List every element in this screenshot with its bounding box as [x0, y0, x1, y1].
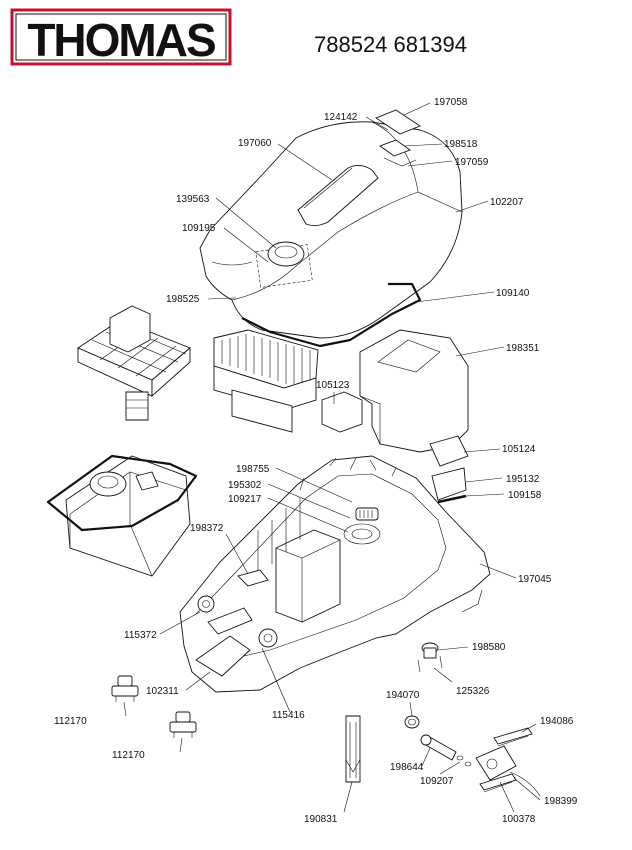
fuse-holder [429, 435, 469, 467]
water-tank [65, 455, 191, 577]
label-197059: 197059 [455, 157, 489, 168]
label-198372: 198372 [190, 523, 224, 534]
label-194070: 194070 [386, 690, 420, 701]
label-109217: 109217 [228, 494, 262, 505]
logo-text: THOMAS [27, 14, 215, 66]
label-198644: 198644 [390, 762, 424, 773]
top-cover-piece [375, 109, 421, 135]
label-112170-a: 112170 [54, 716, 87, 727]
label-198351: 198351 [506, 343, 540, 354]
shaft-198644 [420, 734, 472, 767]
label-109195: 109195 [182, 223, 216, 234]
leader-lines [123, 102, 541, 813]
lid-seal [241, 282, 422, 348]
filter-cap [267, 241, 305, 267]
tank-cap [89, 471, 127, 497]
grille-plate [355, 507, 379, 521]
label-115416: 115416 [272, 710, 305, 721]
foam-pad [321, 391, 363, 433]
label-112170-b: 112170 [112, 750, 145, 761]
logo-inner-frame [15, 13, 227, 61]
foot-112170-b [169, 711, 197, 738]
label-139563: 139563 [176, 194, 210, 205]
label-125326: 125326 [456, 686, 490, 697]
label-195302: 195302 [228, 480, 262, 491]
release-button [379, 139, 411, 157]
label-190831: 190831 [304, 814, 338, 825]
label-102207: 102207 [490, 197, 524, 208]
main-chassis [179, 455, 491, 693]
label-194086: 194086 [540, 716, 574, 727]
label-102311: 102311 [146, 686, 179, 697]
label-109158: 109158 [508, 490, 542, 501]
label-100378: 100378 [502, 814, 536, 825]
foot-112170-a [111, 675, 139, 702]
motor-housing [359, 329, 469, 453]
belt-190831 [345, 715, 361, 783]
terminal-seal [437, 494, 467, 504]
label-197060: 197060 [238, 138, 272, 149]
label-198518: 198518 [444, 139, 478, 150]
label-197045: 197045 [518, 574, 552, 585]
label-105123: 105123 [316, 380, 350, 391]
brand-logo: THOMAS [10, 8, 232, 66]
terminal-block [431, 467, 467, 501]
grille-insert [77, 305, 191, 421]
label-197058: 197058 [434, 97, 468, 108]
button-198372 [237, 569, 269, 587]
label-105124: 105124 [502, 444, 536, 455]
indicator-lamp [417, 642, 443, 673]
carry-handle [297, 165, 379, 227]
label-198580: 198580 [472, 642, 506, 653]
label-109207: 109207 [420, 776, 454, 787]
model-numbers: 788524 681394 [314, 32, 467, 57]
tank-seal [46, 454, 198, 532]
label-198525: 198525 [166, 294, 200, 305]
label-198755: 198755 [236, 464, 270, 475]
label-195132: 195132 [506, 474, 540, 485]
label-124142: 124142 [324, 112, 358, 123]
motor-filter [213, 329, 319, 433]
switch-100378 [475, 745, 541, 797]
label-115372: 115372 [124, 630, 157, 641]
part-labels: 197058 124142 198518 197059 197060 10220… [54, 97, 578, 825]
label-198399: 198399 [544, 796, 578, 807]
label-109140: 109140 [496, 288, 530, 299]
ring-194070 [404, 715, 420, 729]
switch-pedal [195, 635, 251, 677]
